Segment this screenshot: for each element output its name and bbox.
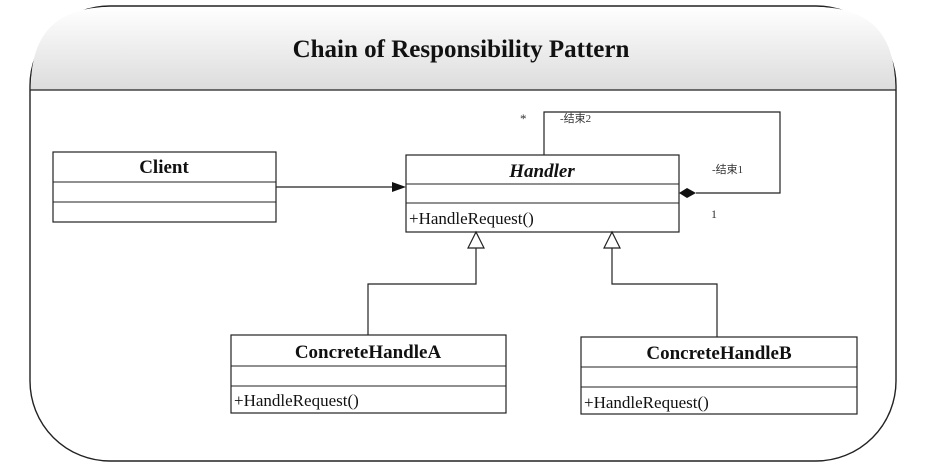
class-client-name: Client <box>139 157 189 178</box>
diagram-title: Chain of Responsibility Pattern <box>293 36 630 63</box>
association-role-top: -结束2 <box>560 112 591 125</box>
class-handler-method: +HandleRequest() <box>409 209 534 228</box>
class-handler-name: Handler <box>508 161 575 182</box>
class-client[interactable]: Client <box>52 151 277 223</box>
class-concrete-handle-b-method: +HandleRequest() <box>584 393 709 412</box>
class-concrete-handle-b[interactable]: ConcreteHandleB +HandleRequest() <box>580 336 858 415</box>
association-mult-top: * <box>520 111 527 126</box>
title-band <box>31 7 895 90</box>
client-handler-arrow <box>276 182 406 192</box>
generalization-b-arrow <box>603 230 718 337</box>
class-concrete-handle-a-method: +HandleRequest() <box>234 391 359 410</box>
aggregation-diamond <box>679 188 696 198</box>
class-concrete-handle-a-name: ConcreteHandleA <box>295 342 442 363</box>
class-concrete-handle-b-name: ConcreteHandleB <box>646 343 792 364</box>
association-role-right: -结束1 <box>712 163 743 176</box>
association-mult-right: 1 <box>711 207 717 221</box>
generalization-a-arrow <box>367 230 485 335</box>
successor-association <box>543 111 781 198</box>
class-concrete-handle-a[interactable]: ConcreteHandleA +HandleRequest() <box>230 334 507 414</box>
class-handler[interactable]: Handler +HandleRequest() <box>405 154 680 233</box>
